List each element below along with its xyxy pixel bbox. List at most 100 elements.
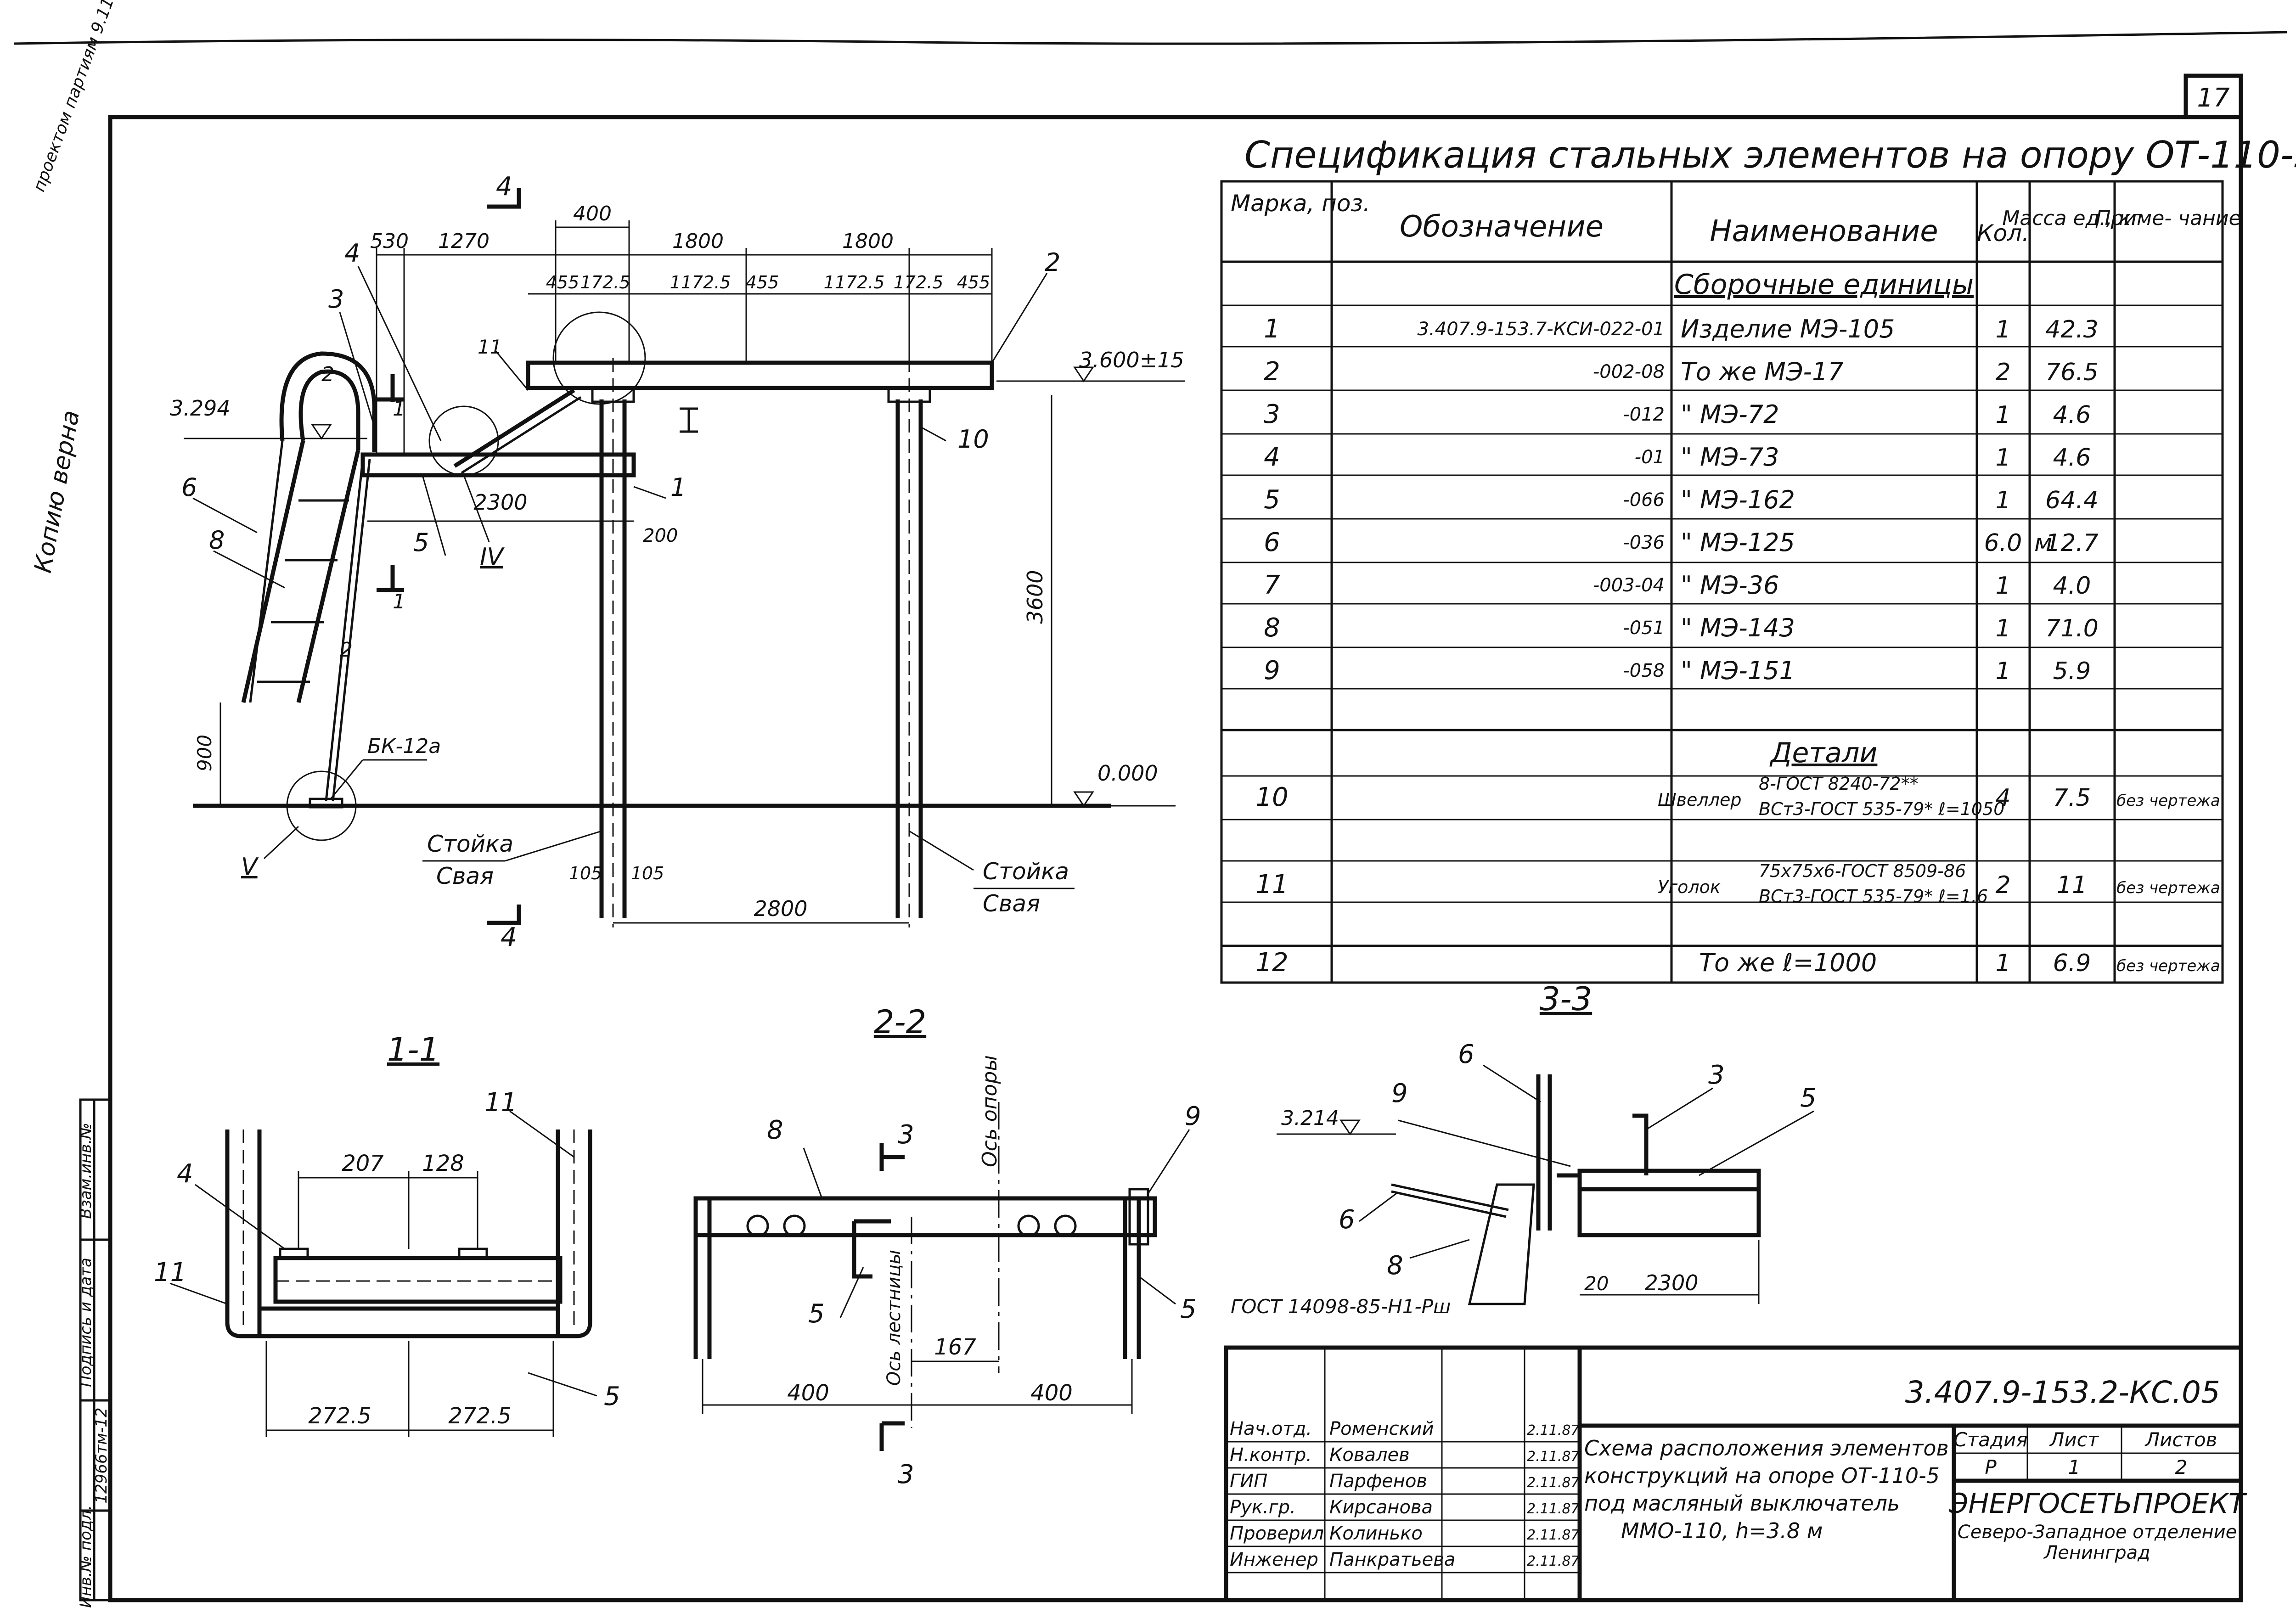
level-3294: 3.294: [170, 396, 231, 421]
spec-detail-mass: 6.9: [2053, 950, 2091, 977]
hdr-mark: Марка, поз.: [1231, 190, 1370, 217]
spec-row-mass: 4.6: [2053, 444, 2091, 472]
dim-400: 400: [573, 202, 612, 225]
spec-rows: 1 3.407.9-153.7-КСИ-022-01 Изделие МЭ-105 1…: [1264, 314, 2099, 686]
side-inv-orig: Инв.№ подл.: [77, 1505, 95, 1608]
spec-row-pos: 5: [1264, 485, 1280, 515]
dim-128: 128: [422, 1151, 464, 1176]
node-IV: IV: [480, 543, 505, 571]
spec-detail-name: Швеллер: [1658, 790, 1742, 810]
callout-1: 1: [670, 473, 686, 502]
cut-1-top: 1: [393, 397, 405, 421]
dim-1800b: 1800: [842, 230, 894, 253]
dim-1270: 1270: [438, 230, 490, 253]
s22-callout-8: 8: [767, 1115, 783, 1145]
spec-detail-mass: 11: [2057, 871, 2087, 899]
doc-code: 3.407.9-153.2-КС.05: [1905, 1375, 2220, 1410]
spec-detail-name: Уголок: [1658, 877, 1721, 897]
callout-4: 4: [344, 239, 360, 268]
s33-level: 3.214: [1281, 1107, 1339, 1130]
dim-2725a: 272.5: [308, 1403, 371, 1429]
spec-row-mass: 4.6: [2053, 401, 2091, 429]
spec-row-name: То же МЭ-17: [1681, 357, 1844, 386]
stage-header: Стадия: [1953, 1428, 2027, 1451]
hdr-note: Приме- чание: [2095, 207, 2241, 230]
dim-400a: 400: [787, 1380, 829, 1406]
spec-row-mass: 4.0: [2053, 572, 2091, 600]
spec-row-pos: 1: [1264, 314, 1280, 344]
group-details: Детали: [1769, 737, 1878, 769]
section-3-3-title: 3-3: [1540, 980, 1592, 1018]
staff-name: Колинько: [1329, 1523, 1423, 1544]
spec-table: Спецификация стальных элементов на опору…: [1220, 134, 2296, 984]
cut-3-top: 3: [898, 1120, 914, 1150]
dim-207: 207: [342, 1151, 384, 1176]
dim-sub-1725a: 172.5: [580, 272, 630, 292]
org-name: ЭНЕРГОСЕТЬПРОЕКТ: [1948, 1488, 2247, 1520]
callout-2: 2: [1045, 248, 1060, 277]
section-3-3: 3-3 6 3 5: [1231, 980, 1817, 1318]
staff-role: Инженер: [1230, 1549, 1318, 1570]
side-sign-date: Подпись и дата: [77, 1258, 95, 1387]
spec-detail-qty: 2: [1995, 871, 2010, 899]
dim-sub-455b: 455: [746, 272, 779, 292]
spec-detail-pos: 11: [1255, 870, 1288, 899]
spec-detail-note: без чертежа: [2116, 879, 2220, 897]
section-1-1-title: 1-1: [387, 1031, 439, 1068]
side-swap-inv: Взам.инв.№: [77, 1123, 95, 1219]
spec-row-mass: 71.0: [2045, 615, 2099, 642]
dim-530: 530: [370, 230, 409, 253]
s33-callout-5: 5: [1800, 1083, 1817, 1113]
spec-row-qty: 1: [1995, 316, 2010, 343]
spec-row-name: Изделие МЭ-105: [1681, 315, 1895, 343]
spec-detail-material: ВСт3-ГОСТ 535-79* ℓ=1.6: [1759, 886, 1988, 906]
org-division: Северо-Западное отделение: [1958, 1522, 2237, 1543]
staff-role: Н.контр.: [1230, 1444, 1312, 1466]
section-2-2-title: 2-2: [874, 1003, 926, 1041]
group-assembly: Сборочные единицы: [1674, 269, 1974, 301]
spec-row-code: -002-08: [1593, 361, 1665, 382]
elevation-view: 530 1270 400 1800 1800 455 172.5 1172.5 …: [170, 172, 1185, 952]
cut-3-bottom: 3: [898, 1460, 914, 1489]
staff-name: Панкратьева: [1329, 1549, 1455, 1570]
desc-line-4: ММО-110, h=3.8 м: [1621, 1518, 1823, 1543]
callout-8: 8: [209, 526, 225, 555]
spec-row-code: -051: [1623, 618, 1665, 639]
spec-row-code: -036: [1623, 532, 1665, 553]
spec-row-code: 3.407.9-153.7-КСИ-022-01: [1418, 319, 1665, 340]
s33-callout-3: 3: [1708, 1060, 1725, 1090]
spec-detail-pos: 12: [1255, 948, 1288, 978]
spec-row-qty: 1: [1995, 615, 2010, 642]
s33-callout-6a: 6: [1458, 1040, 1474, 1069]
staff-role: Нач.отд.: [1230, 1418, 1312, 1439]
staff-role: ГИП: [1230, 1471, 1267, 1492]
spec-row-pos: 7: [1264, 570, 1280, 600]
s33-callout-9: 9: [1391, 1079, 1408, 1108]
dim-400b: 400: [1030, 1380, 1073, 1406]
label-stand-2: Стойка: [983, 858, 1069, 885]
staff-role: Рук.гр.: [1230, 1497, 1296, 1518]
sheets-header: Листов: [2144, 1428, 2217, 1451]
dim-3600: 3600: [1023, 570, 1047, 624]
dim-2725b: 272.5: [448, 1403, 511, 1429]
staff-name: Роменский: [1329, 1418, 1434, 1439]
staff-date: 2.11.87: [1527, 1449, 1580, 1465]
spec-row-name: " МЭ-151: [1681, 656, 1795, 685]
s22-callout-5b: 5: [1180, 1294, 1197, 1324]
spec-row-pos: 4: [1264, 442, 1280, 472]
sheet-frame: [13, 31, 2287, 1602]
spec-row-name: " МЭ-125: [1681, 528, 1795, 557]
cut-1-bottom: 1: [393, 590, 405, 613]
sheet-number: 17: [2197, 83, 2230, 113]
spec-row-pos: 3: [1264, 399, 1280, 429]
spec-row-name: " МЭ-72: [1681, 400, 1779, 429]
s11-callout-11a: 11: [484, 1088, 517, 1118]
spec-row-pos: 6: [1264, 528, 1280, 557]
side-strip: Взам.инв.№ Подпись и дата Инв.№ подл. 12…: [77, 1098, 112, 1608]
spec-row-mass: 12.7: [2045, 529, 2099, 557]
spec-row-qty: 1: [1995, 444, 2010, 472]
spec-detail-note: без чертежа: [2116, 792, 2220, 810]
